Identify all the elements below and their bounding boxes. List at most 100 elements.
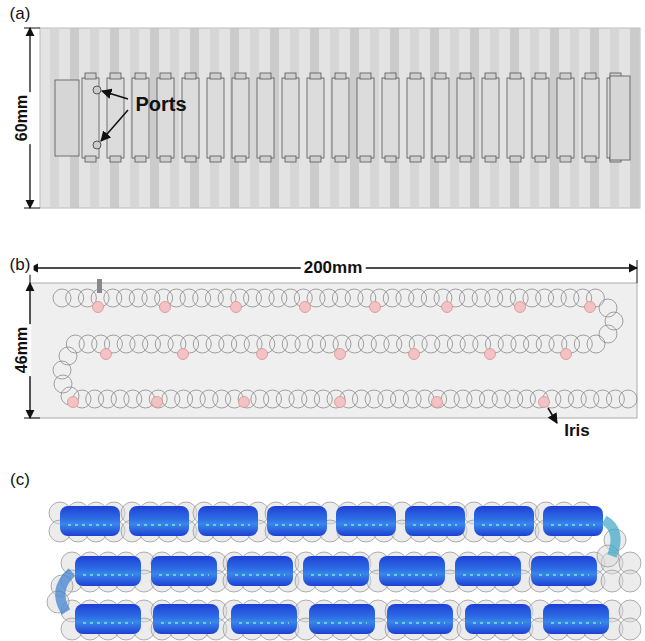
resonator-ring [619,570,641,592]
iris-hole [160,302,171,313]
iris-tab [185,156,196,162]
cavity-block [507,78,524,158]
leader-line [101,110,128,141]
field-hotspot [83,622,133,624]
iris-hole [539,397,550,408]
field-hotspot [463,574,513,576]
field-mode [543,506,603,536]
field-mode [455,556,521,586]
dimension-tick [24,418,40,419]
iris-hole [335,397,346,408]
field-mode [336,506,396,536]
iris-tab [260,156,271,162]
port-symbol [93,141,101,149]
cavity-block [132,78,149,158]
leader-line [548,408,557,423]
iris-hole [561,349,572,360]
field-hotspot [317,622,367,624]
end-block [610,76,630,160]
field-hotspot [551,524,595,526]
iris-hole [152,397,163,408]
field-mode [387,604,453,634]
iris-tab [185,73,196,79]
resonator-ring [599,325,617,343]
cavity-layout [24,260,637,423]
port-symbol [93,86,101,94]
waveguide-top-view [24,28,640,208]
cavity-block [182,78,199,158]
iris-tab [485,156,496,162]
field-mode [75,604,141,634]
iris-tab [435,156,446,162]
field-hotspot [206,524,250,526]
field-hotspot [395,622,445,624]
callout-label: Iris [561,422,593,441]
field-plot [47,502,641,640]
iris-hole [335,349,346,360]
field-hotspot [344,524,388,526]
iris-hole [93,302,104,313]
field-hotspot [159,574,209,576]
field-mode [198,506,258,536]
iris-tab [310,156,321,162]
iris-tab [535,156,546,162]
field-mode [474,506,534,536]
iris-hole [231,302,242,313]
iris-hole [101,349,112,360]
cavity-block [157,78,174,158]
iris-tab [585,73,596,79]
iris-hole [239,397,250,408]
field-mode [267,506,327,536]
cavity-block [582,78,599,158]
iris-tab [485,73,496,79]
field-hotspot [83,574,133,576]
iris-tab [135,73,146,79]
field-hotspot [239,622,289,624]
callout-label: Ports [132,93,189,115]
iris-hole [68,397,79,408]
dimension-label: 60mm [13,92,31,144]
iris-tab [335,156,346,162]
iris-tab [85,73,96,79]
iris-tab [535,73,546,79]
iris-tab [410,73,421,79]
field-hotspot [161,622,211,624]
field-hotspot [387,574,437,576]
iris-tab [235,156,246,162]
panel-letter: (b) [7,256,34,275]
iris-tab [360,73,371,79]
cavity-block [332,78,349,158]
iris-tab [560,73,571,79]
iris-tab [160,73,171,79]
iris-tab [335,73,346,79]
cavity-block [232,78,249,158]
field-hotspot [311,574,361,576]
cavity-block [307,78,324,158]
iris-tab [110,73,121,79]
field-mode [151,556,217,586]
dimension-tick [637,260,638,283]
iris-tab [360,156,371,162]
iris-hole [257,349,268,360]
end-block [55,80,79,156]
dimension-label: 200mm [301,259,366,278]
iris-tab [285,156,296,162]
field-bend [60,572,72,612]
field-mode [303,556,369,586]
iris-tab [435,73,446,79]
dimension-tick [24,208,40,209]
substrate-outline [30,283,637,418]
iris-tab [460,156,471,162]
iris-tab [310,73,321,79]
cavity-block [557,78,574,158]
iris-tab [385,156,396,162]
field-mode [379,556,445,586]
field-mode [153,604,219,634]
iris-tab [510,156,521,162]
field-hotspot [539,574,589,576]
field-mode [75,556,141,586]
housing-outline [40,28,640,208]
iris-hole [585,302,596,313]
